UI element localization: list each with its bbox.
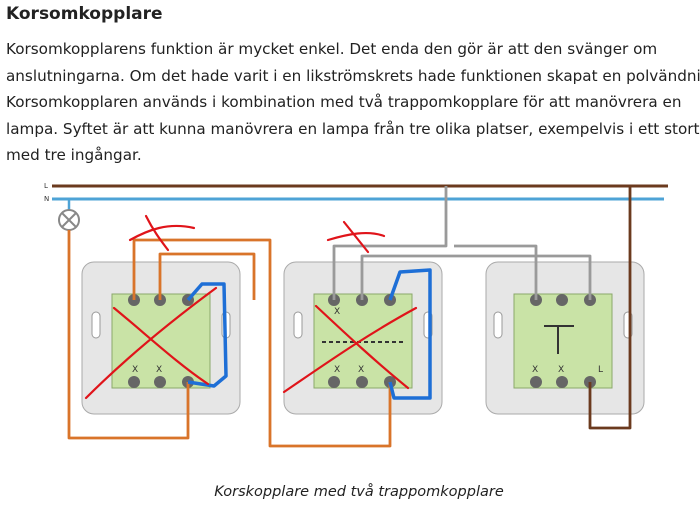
terminal-mark: X <box>334 307 340 317</box>
figure-caption: Korskopplare med två trappomkopplare <box>214 484 504 500</box>
terminal-mark: X <box>358 365 364 375</box>
live-label: L <box>44 182 48 190</box>
terminal-mark: X <box>156 365 162 375</box>
neutral-label: N <box>44 195 49 203</box>
terminal-mark: X <box>132 365 138 375</box>
paragraph-line: anslutningarna. Om det hade varit i en l… <box>6 66 700 85</box>
paragraph-line: Korsomkopplaren används i kombination me… <box>6 93 682 111</box>
supply-lines: L N <box>44 182 668 203</box>
switch-plate-3: X X L <box>485 261 645 415</box>
paragraph-line: med tre ingångar. <box>6 146 142 164</box>
paragraph-line: Korsomkopplarens funktion är mycket enke… <box>6 40 658 58</box>
switch-l-label: L <box>598 365 603 375</box>
terminal-mark: X <box>532 365 538 375</box>
lamp-icon <box>58 199 80 231</box>
terminal-mark: X <box>334 365 340 375</box>
wiring-diagram: L N X X X X X X X L <box>44 182 668 448</box>
terminal-mark: X <box>558 365 564 375</box>
article-title: Korsomkopplare <box>6 4 163 24</box>
wires <box>67 186 632 448</box>
article-paragraph: Korsomkopplarens funktion är mycket enke… <box>6 36 700 169</box>
red-cross-marks <box>84 214 418 400</box>
paragraph-line: lampa. Syftet är att kunna manövrera en … <box>6 119 700 138</box>
